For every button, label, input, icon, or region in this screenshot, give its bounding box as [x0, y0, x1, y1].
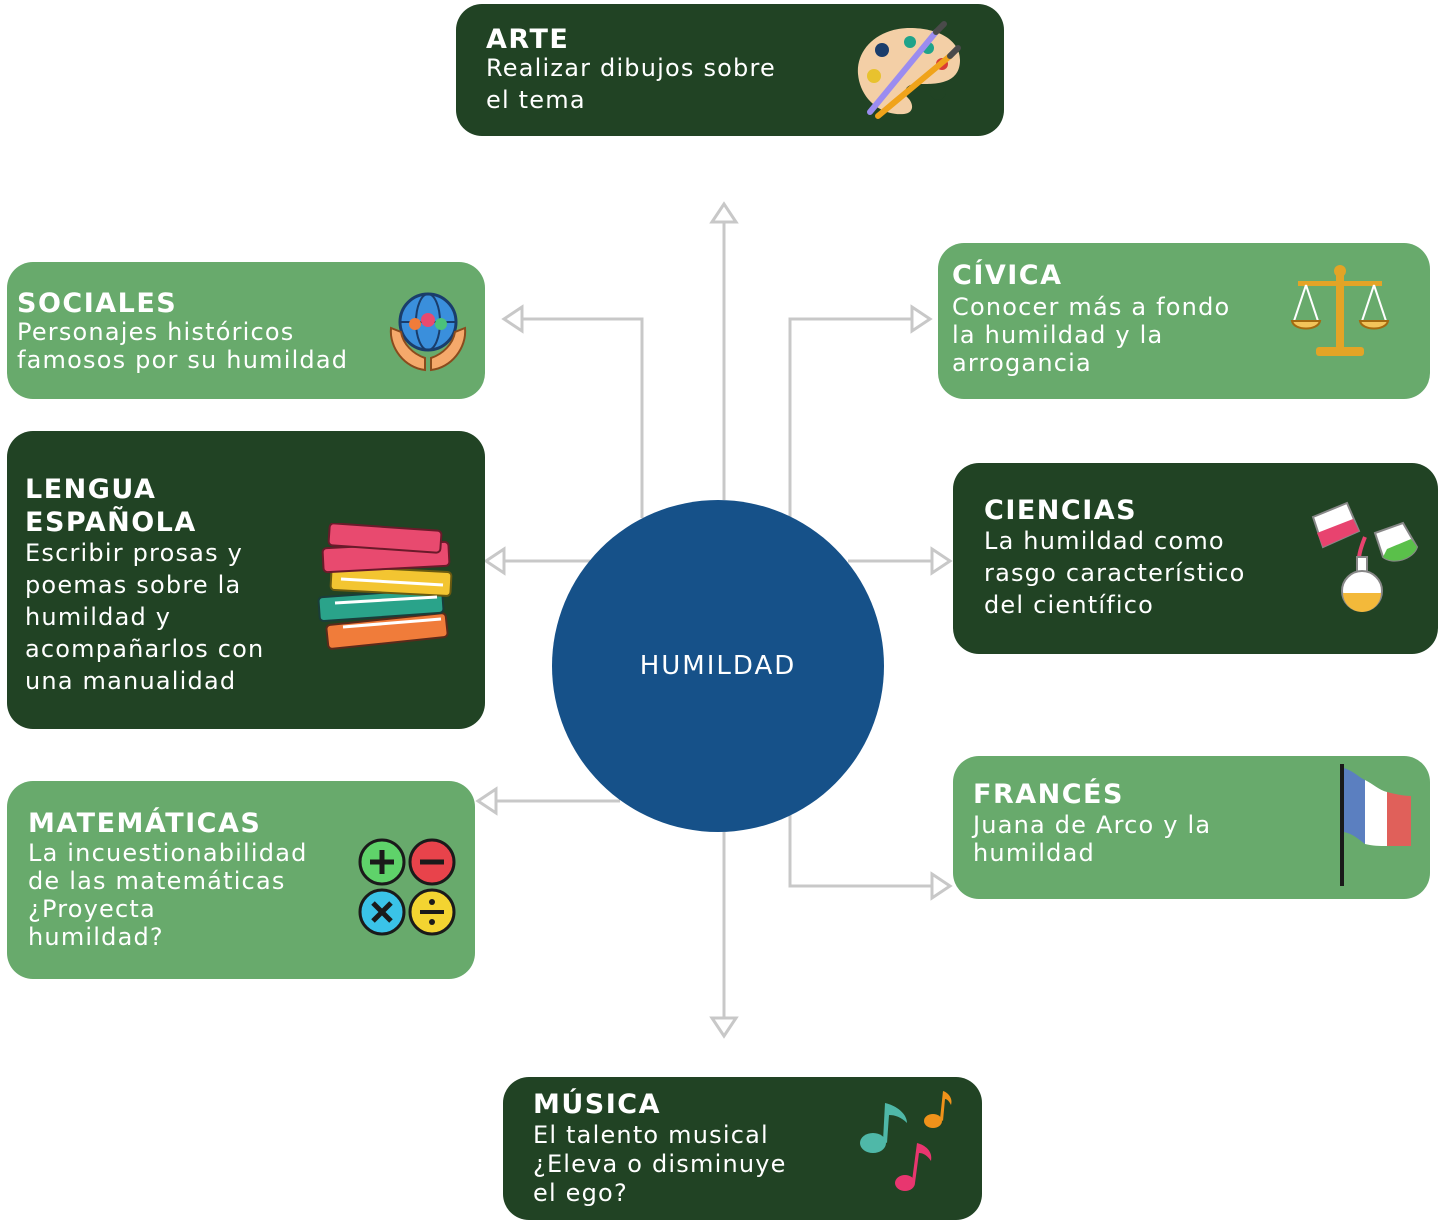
music-notes-icon — [860, 1091, 952, 1191]
card-arte: ARTE Realizar dibujos sobre el tema — [456, 4, 1004, 136]
card-desc-line: humildad — [973, 839, 1095, 867]
card-desc-line: humildad? — [28, 923, 164, 951]
card-desc-line: una manualidad — [25, 667, 237, 695]
card-ciencias: CIENCIAS La humildad como rasgo caracter… — [953, 463, 1438, 654]
card-title: SOCIALES — [17, 288, 178, 319]
card-title: MÚSICA — [533, 1089, 661, 1120]
stacked-books-icon — [317, 523, 453, 650]
card-desc-line: Escribir prosas y — [25, 539, 244, 567]
card-desc-line: humildad y — [25, 603, 172, 631]
globe-hands-people-icon — [389, 292, 467, 372]
card-title: ARTE — [486, 24, 570, 55]
card-musica: MÚSICA El talento musical ¿Eleva o dismi… — [503, 1077, 982, 1220]
card-civica: CÍVICA Conocer más a fondo la humildad y… — [938, 243, 1430, 399]
card-desc-line: ¿Proyecta — [28, 895, 156, 923]
france-flag-icon — [1340, 764, 1411, 886]
card-title: FRANCÉS — [973, 779, 1124, 810]
card-desc-line: de las matemáticas — [28, 867, 286, 895]
card-desc-line: del científico — [984, 591, 1155, 619]
card-matematicas: MATEMÁTICAS La incuestionabilidad de las… — [7, 781, 475, 979]
central-topic-label: HUMILDAD — [639, 651, 797, 681]
card-desc-line: Realizar dibujos sobre — [486, 54, 776, 82]
lab-flasks-icon — [1311, 501, 1419, 612]
central-topic-node: HUMILDAD — [552, 500, 884, 832]
card-desc-line: la humildad y la — [952, 321, 1164, 349]
card-desc-line: el ego? — [533, 1179, 628, 1207]
card-desc-line: arrogancia — [952, 349, 1092, 377]
card-sociales: SOCIALES Personajes históricos famosos p… — [7, 262, 485, 399]
card-frances: FRANCÉS Juana de Arco y la humildad — [953, 756, 1430, 899]
card-desc-line: El talento musical — [533, 1121, 769, 1149]
card-desc-line: La incuestionabilidad — [28, 839, 308, 867]
card-desc-line: acompañarlos con — [25, 635, 265, 663]
card-desc-line: Personajes históricos — [17, 318, 295, 346]
paint-palette-icon — [857, 21, 961, 119]
card-desc-line: poemas sobre la — [25, 571, 242, 599]
card-desc-line: Conocer más a fondo — [952, 293, 1231, 321]
math-operators-icon — [358, 838, 456, 936]
card-title: ESPAÑOLA — [25, 507, 197, 538]
balance-scale-icon — [1290, 265, 1390, 356]
card-desc-line: famosos por su humildad — [17, 346, 349, 374]
card-title: MATEMÁTICAS — [28, 808, 262, 839]
card-lengua-espanola: LENGUA ESPAÑOLA Escribir prosas y poemas… — [7, 431, 485, 729]
card-desc-line: La humildad como — [984, 527, 1225, 555]
card-desc-line: el tema — [486, 86, 586, 114]
card-desc-line: Juana de Arco y la — [973, 811, 1212, 839]
card-desc-line: rasgo característico — [984, 559, 1246, 587]
card-title: CIENCIAS — [984, 495, 1138, 526]
card-title: LENGUA — [25, 474, 157, 505]
card-desc-line: ¿Eleva o disminuye — [533, 1150, 787, 1178]
card-title: CÍVICA — [952, 260, 1063, 291]
